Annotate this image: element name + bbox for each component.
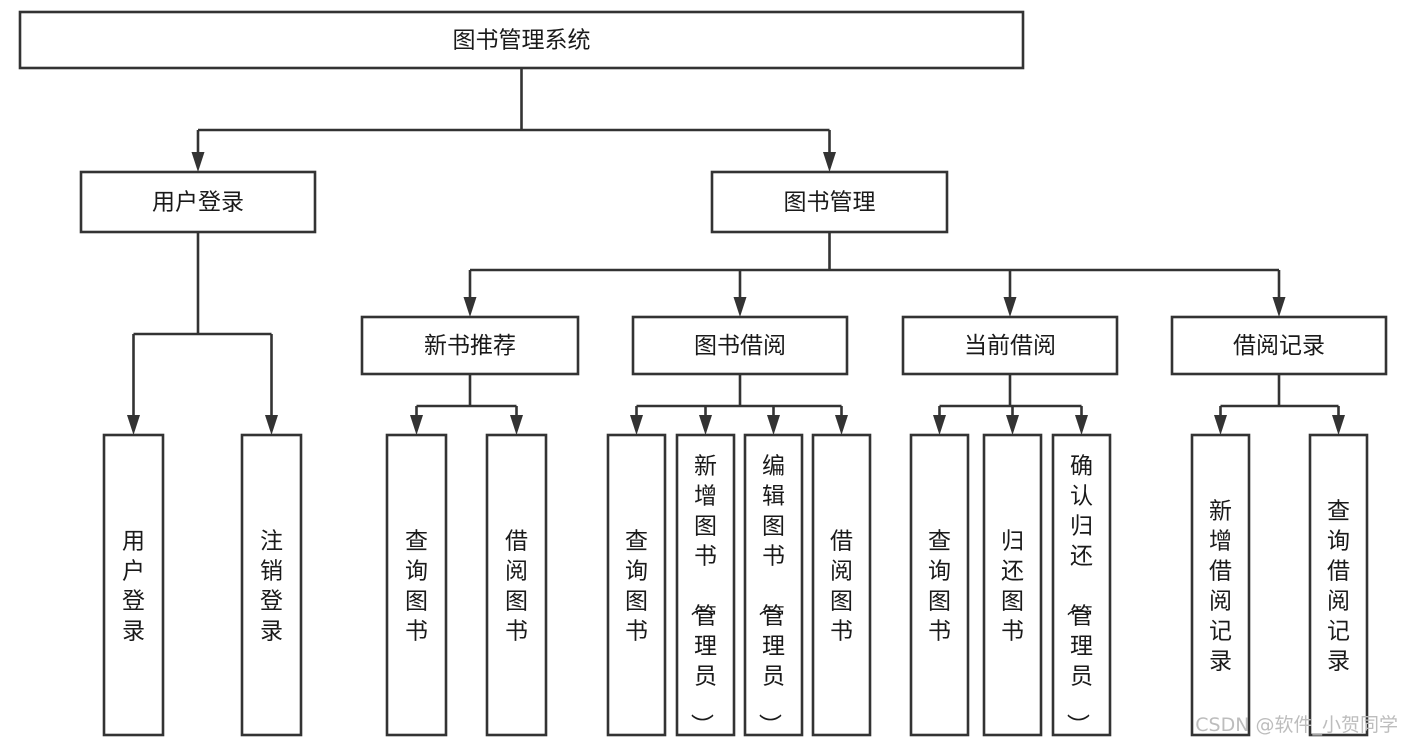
edges-layer bbox=[127, 68, 1345, 435]
node-user-login[interactable]: 用户登录 bbox=[79, 170, 317, 234]
arrow-head-icon bbox=[127, 415, 140, 435]
node-label-leaf-borrow-book-rec: 借阅图书 bbox=[505, 528, 528, 644]
node-leaf-query-book-rec[interactable]: 查询图书 bbox=[385, 433, 448, 737]
arrow-head-icon bbox=[510, 415, 523, 435]
arrow-head-icon bbox=[191, 152, 205, 172]
node-box-leaf-user-login[interactable] bbox=[102, 433, 165, 737]
node-label-leaf-return-book: 归还图书 bbox=[1001, 528, 1024, 644]
node-box-book-borrow[interactable] bbox=[631, 315, 849, 376]
edge-group-new-book-rec bbox=[410, 374, 523, 435]
arrow-head-icon bbox=[265, 415, 278, 435]
arrow-head-icon bbox=[699, 415, 712, 435]
node-label-user-login: 用户登录 bbox=[152, 190, 244, 216]
node-label-leaf-confirm-return: 确认归还（管理员） bbox=[1064, 453, 1093, 736]
node-box-leaf-query-record[interactable] bbox=[1308, 433, 1369, 737]
node-label-root: 图书管理系统 bbox=[453, 28, 591, 54]
node-box-current-borrow[interactable] bbox=[901, 315, 1119, 376]
node-leaf-borrow-book-rec[interactable]: 借阅图书 bbox=[485, 433, 548, 737]
edge-group-book-borrow bbox=[630, 374, 848, 435]
node-leaf-query-book-cur[interactable]: 查询图书 bbox=[909, 433, 970, 737]
node-box-user-login[interactable] bbox=[79, 170, 317, 234]
arrow-head-icon bbox=[463, 297, 477, 317]
node-label-leaf-query-book-borrow: 查询图书 bbox=[625, 528, 648, 644]
node-label-leaf-query-book-rec: 查询图书 bbox=[405, 528, 428, 644]
node-box-leaf-query-book-rec[interactable] bbox=[385, 433, 448, 737]
node-leaf-query-book-borrow[interactable]: 查询图书 bbox=[606, 433, 667, 737]
node-new-book-rec[interactable]: 新书推荐 bbox=[360, 315, 580, 376]
node-label-leaf-query-record: 查询借阅记录 bbox=[1327, 498, 1350, 674]
arrow-head-icon bbox=[1006, 415, 1019, 435]
node-box-leaf-query-book-cur[interactable] bbox=[909, 433, 970, 737]
node-label-leaf-query-book-cur: 查询图书 bbox=[928, 528, 951, 644]
arrow-head-icon bbox=[1003, 297, 1017, 317]
arrow-head-icon bbox=[1332, 415, 1345, 435]
node-label-leaf-add-book: 新增图书（管理员） bbox=[688, 453, 717, 736]
node-box-leaf-return-book[interactable] bbox=[982, 433, 1043, 737]
node-label-leaf-edit-book: 编辑图书（管理员） bbox=[756, 453, 785, 736]
node-box-leaf-user-logout[interactable] bbox=[240, 433, 303, 737]
node-leaf-borrow-book[interactable]: 借阅图书 bbox=[811, 433, 872, 737]
csdn-watermark: CSDN @软件_小贺同学 bbox=[1195, 714, 1398, 736]
node-leaf-confirm-return[interactable]: 确认归还（管理员） bbox=[1051, 433, 1112, 737]
node-box-leaf-borrow-book[interactable] bbox=[811, 433, 872, 737]
node-box-leaf-edit-book[interactable] bbox=[743, 433, 804, 737]
node-book-manage[interactable]: 图书管理 bbox=[710, 170, 949, 234]
nodes-layer: 图书管理系统用户登录图书管理新书推荐图书借阅当前借阅借阅记录用户登录注销登录查询… bbox=[18, 10, 1388, 737]
node-box-new-book-rec[interactable] bbox=[360, 315, 580, 376]
node-borrow-record[interactable]: 借阅记录 bbox=[1170, 315, 1388, 376]
node-label-leaf-user-logout: 注销登录 bbox=[260, 528, 283, 644]
node-box-leaf-confirm-return[interactable] bbox=[1051, 433, 1112, 737]
arrow-head-icon bbox=[835, 415, 848, 435]
edge-group-current-borrow bbox=[933, 374, 1088, 435]
node-box-leaf-add-book[interactable] bbox=[675, 433, 736, 737]
arrow-head-icon bbox=[823, 152, 836, 172]
node-label-new-book-rec: 新书推荐 bbox=[424, 333, 516, 359]
node-box-root[interactable] bbox=[18, 10, 1025, 70]
node-label-book-manage: 图书管理 bbox=[784, 190, 876, 216]
arrow-head-icon bbox=[767, 415, 780, 435]
arrow-head-icon bbox=[1272, 297, 1286, 317]
node-current-borrow[interactable]: 当前借阅 bbox=[901, 315, 1119, 376]
edge-group-root bbox=[191, 68, 836, 172]
node-box-book-manage[interactable] bbox=[710, 170, 949, 234]
node-root[interactable]: 图书管理系统 bbox=[18, 10, 1025, 70]
node-leaf-query-record[interactable]: 查询借阅记录 bbox=[1308, 433, 1369, 737]
node-book-borrow[interactable]: 图书借阅 bbox=[631, 315, 849, 376]
arrow-head-icon bbox=[933, 415, 946, 435]
arrow-head-icon bbox=[733, 297, 747, 317]
edge-group-borrow-record bbox=[1214, 374, 1345, 435]
node-box-leaf-borrow-book-rec[interactable] bbox=[485, 433, 548, 737]
edge-group-book-manage bbox=[463, 232, 1286, 317]
node-label-book-borrow: 图书借阅 bbox=[694, 333, 786, 359]
node-label-leaf-user-login: 用户登录 bbox=[122, 528, 145, 644]
node-label-borrow-record: 借阅记录 bbox=[1233, 333, 1325, 359]
edge-group-user-login bbox=[127, 232, 278, 435]
node-label-current-borrow: 当前借阅 bbox=[964, 333, 1056, 359]
arrow-head-icon bbox=[410, 415, 423, 435]
node-leaf-return-book[interactable]: 归还图书 bbox=[982, 433, 1043, 737]
node-box-leaf-query-book-borrow[interactable] bbox=[606, 433, 667, 737]
arrow-head-icon bbox=[1214, 415, 1227, 435]
arrow-head-icon bbox=[1075, 415, 1088, 435]
node-leaf-user-logout[interactable]: 注销登录 bbox=[240, 433, 303, 737]
node-leaf-add-record[interactable]: 新增借阅记录 bbox=[1190, 433, 1251, 737]
node-label-leaf-borrow-book: 借阅图书 bbox=[830, 528, 853, 644]
arrow-head-icon bbox=[630, 415, 643, 435]
node-label-leaf-add-record: 新增借阅记录 bbox=[1209, 498, 1232, 674]
node-leaf-user-login[interactable]: 用户登录 bbox=[102, 433, 165, 737]
node-box-leaf-add-record[interactable] bbox=[1190, 433, 1251, 737]
node-leaf-edit-book[interactable]: 编辑图书（管理员） bbox=[743, 433, 804, 737]
node-leaf-add-book[interactable]: 新增图书（管理员） bbox=[675, 433, 736, 737]
node-box-borrow-record[interactable] bbox=[1170, 315, 1388, 376]
